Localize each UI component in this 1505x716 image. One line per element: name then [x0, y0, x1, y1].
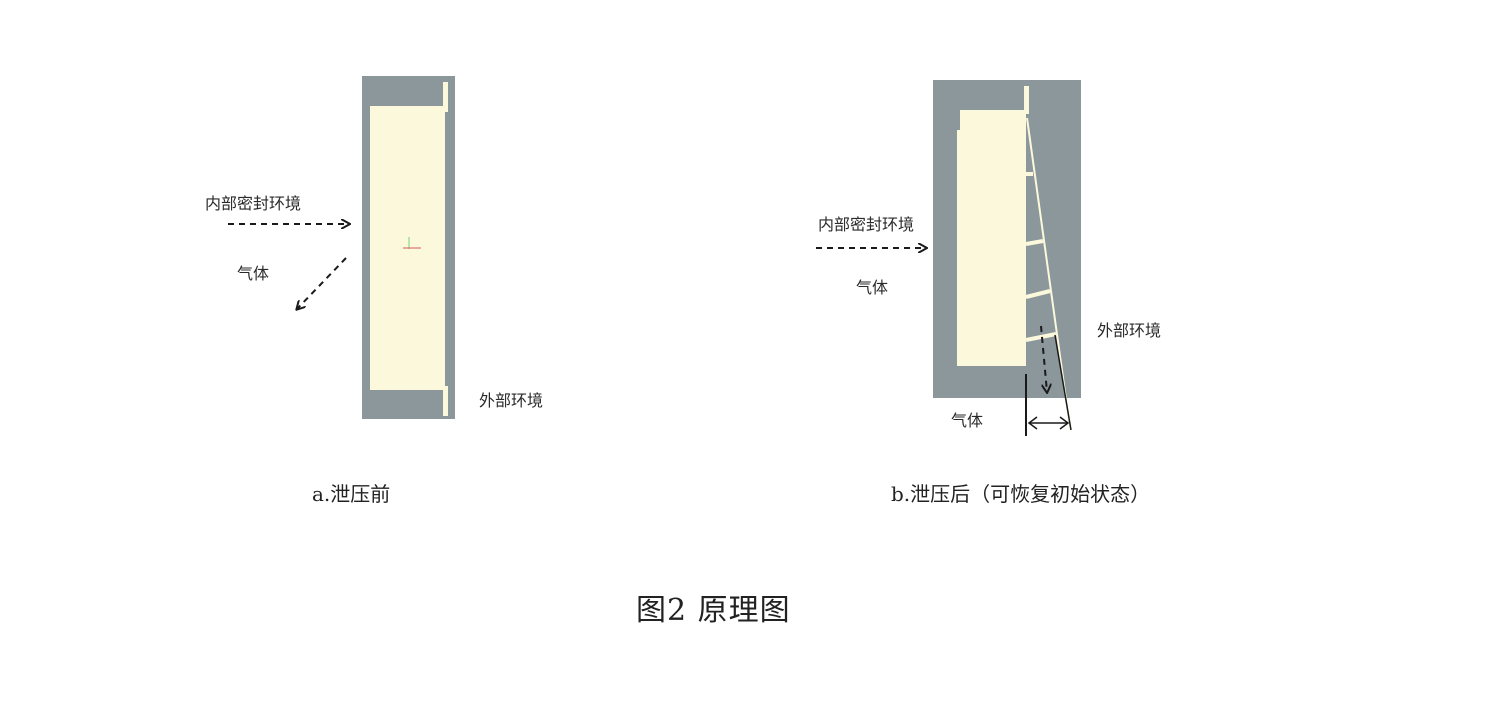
panel-b-inner-label: 内部密封环境 [818, 215, 915, 234]
panel-b-open-edge-line [1054, 334, 1072, 431]
panel-b-open-flap [1025, 117, 1071, 429]
panel-a-inner-label: 内部密封环境 [205, 194, 302, 213]
panel-a-gas-label: 气体 [237, 264, 270, 283]
panel-b-outer-label: 外部环境 [1097, 321, 1162, 340]
panel-a-drawing [228, 76, 455, 419]
panel-a-arrow-gas-escape [297, 257, 347, 309]
panel-a-caption: a.泄压前 [312, 482, 391, 506]
panel-a-vent-bottom [443, 386, 448, 416]
panel-b-caption: b.泄压后（可恢复初始状态） [891, 482, 1151, 506]
panel-a-center-mark [403, 237, 421, 249]
panel-b-opening-dimension-arrow [1027, 416, 1070, 430]
panel-b-vent-top [1024, 86, 1029, 114]
panel-b-flap-slat-4 [1025, 332, 1057, 342]
figure-caption: 图2 原理图 [636, 593, 791, 628]
panel-b-inner-panel [957, 110, 1026, 366]
panel-b-flap-line [1026, 117, 1071, 429]
panel-b-gas-label-left: 气体 [856, 278, 889, 297]
panel-b-gas-label-bottom: 气体 [951, 411, 984, 430]
panel-b-drawing [816, 80, 1081, 436]
panel-a-outer-label: 外部环境 [479, 391, 544, 410]
panel-b-arrow-gas-down [1040, 325, 1047, 392]
panel-a-vent-top [443, 82, 448, 112]
panel-b-flap-slat-3 [1025, 289, 1051, 299]
panel-b-flap-slat-2 [1025, 239, 1044, 246]
